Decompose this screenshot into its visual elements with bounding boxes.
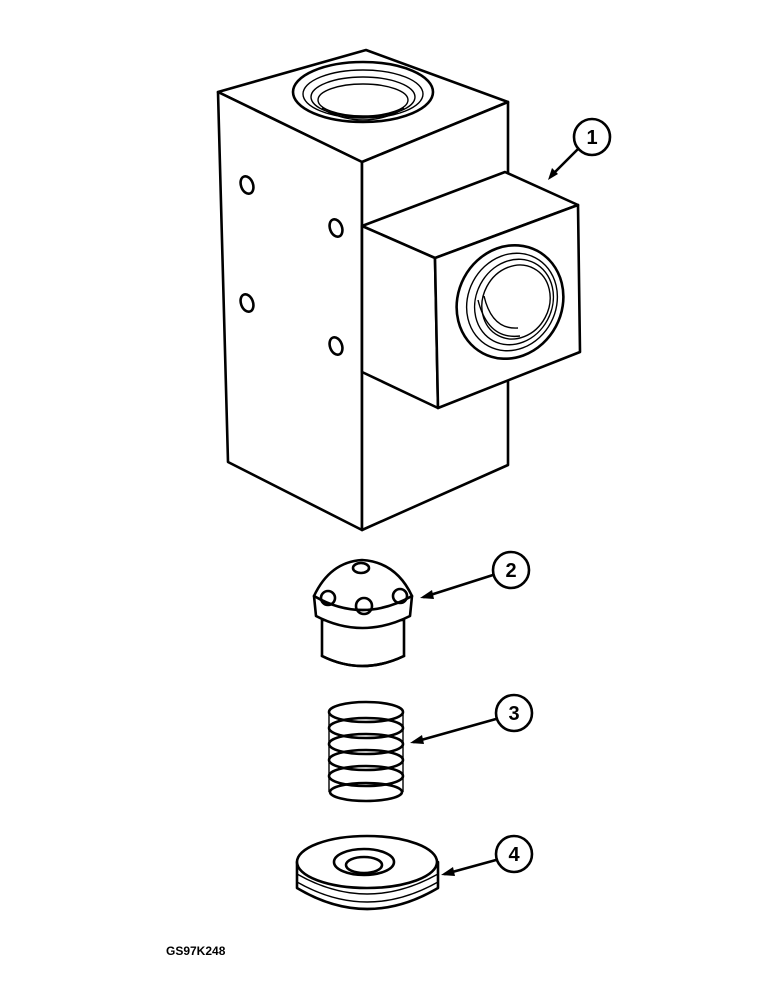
svg-text:3: 3 xyxy=(508,703,519,725)
svg-text:4: 4 xyxy=(508,844,520,866)
spring-part xyxy=(327,700,405,803)
svg-text:1: 1 xyxy=(586,127,597,149)
side-port-thread xyxy=(455,243,565,361)
figure-id: GS97K248 xyxy=(166,944,226,958)
top-port-thread xyxy=(291,60,435,124)
washer-part xyxy=(295,834,440,911)
poppet-part xyxy=(312,558,414,668)
callout-4: 4 xyxy=(441,834,534,876)
callout-2: 2 xyxy=(420,550,531,599)
svg-text:2: 2 xyxy=(505,560,516,582)
valve-housing-body xyxy=(216,48,582,532)
callout-3: 3 xyxy=(410,693,534,744)
mounting-holes xyxy=(239,174,344,357)
callout-1: 1 xyxy=(548,117,612,180)
